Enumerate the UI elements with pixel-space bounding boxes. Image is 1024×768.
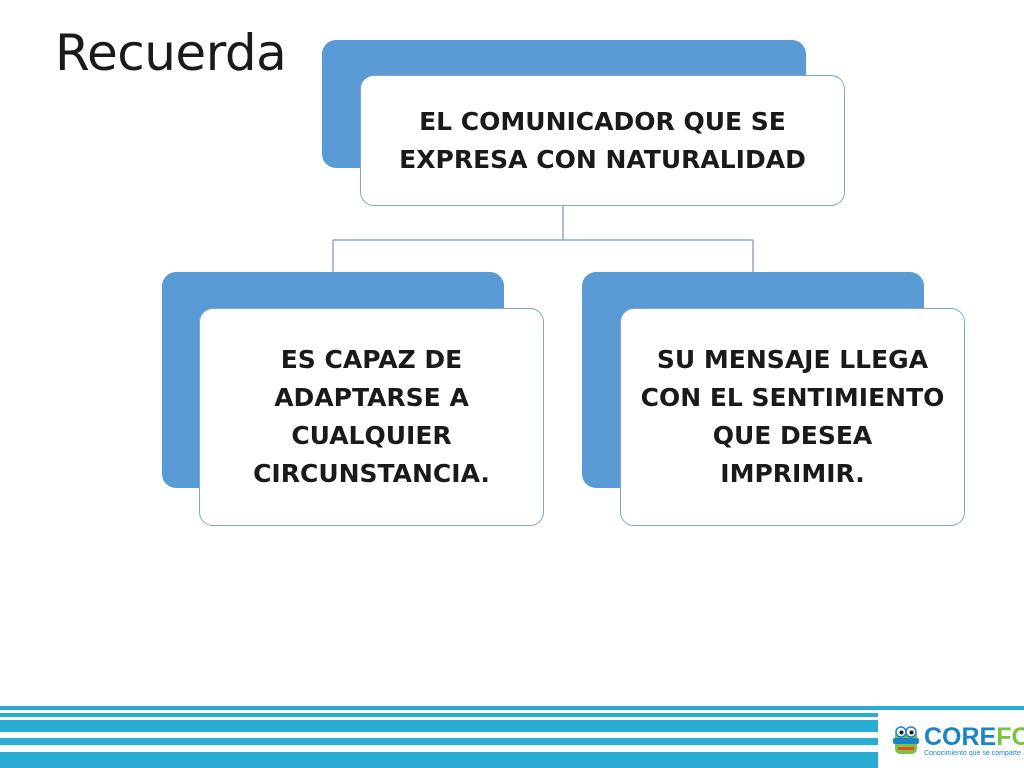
child-node-right-text: SU MENSAJE LLEGA CON EL SENTIMIENTO QUE …: [640, 345, 945, 488]
slide-title: Recuerda: [55, 24, 287, 82]
logo-wordmark: COREFO: [924, 723, 1024, 752]
footer-band-5: [0, 752, 1024, 768]
child-node-right: SU MENSAJE LLEGA CON EL SENTIMIENTO QUE …: [620, 308, 965, 526]
footer-band-2: [0, 713, 1024, 717]
logo-word-fo: FO: [996, 723, 1024, 751]
child-node-left-text: ES CAPAZ DE ADAPTARSE A CUALQUIER CIRCUN…: [253, 345, 490, 488]
footer-band-4: [0, 738, 1024, 745]
logo-word-core: CORE: [924, 723, 997, 751]
root-node: EL COMUNICADOR QUE SE EXPRESA CON NATURA…: [360, 75, 845, 206]
corefo-logo: COREFO Conocimiento que se comparte: [878, 712, 1024, 768]
child-node-left: ES CAPAZ DE ADAPTARSE A CUALQUIER CIRCUN…: [199, 308, 544, 526]
footer-band-1: [0, 706, 1024, 710]
corefo-mascot-icon: [893, 726, 919, 754]
logo-tagline: Conocimiento que se comparte: [924, 750, 1021, 757]
root-node-text: EL COMUNICADOR QUE SE EXPRESA CON NATURA…: [399, 106, 806, 174]
footer-band-3: [0, 720, 1024, 732]
